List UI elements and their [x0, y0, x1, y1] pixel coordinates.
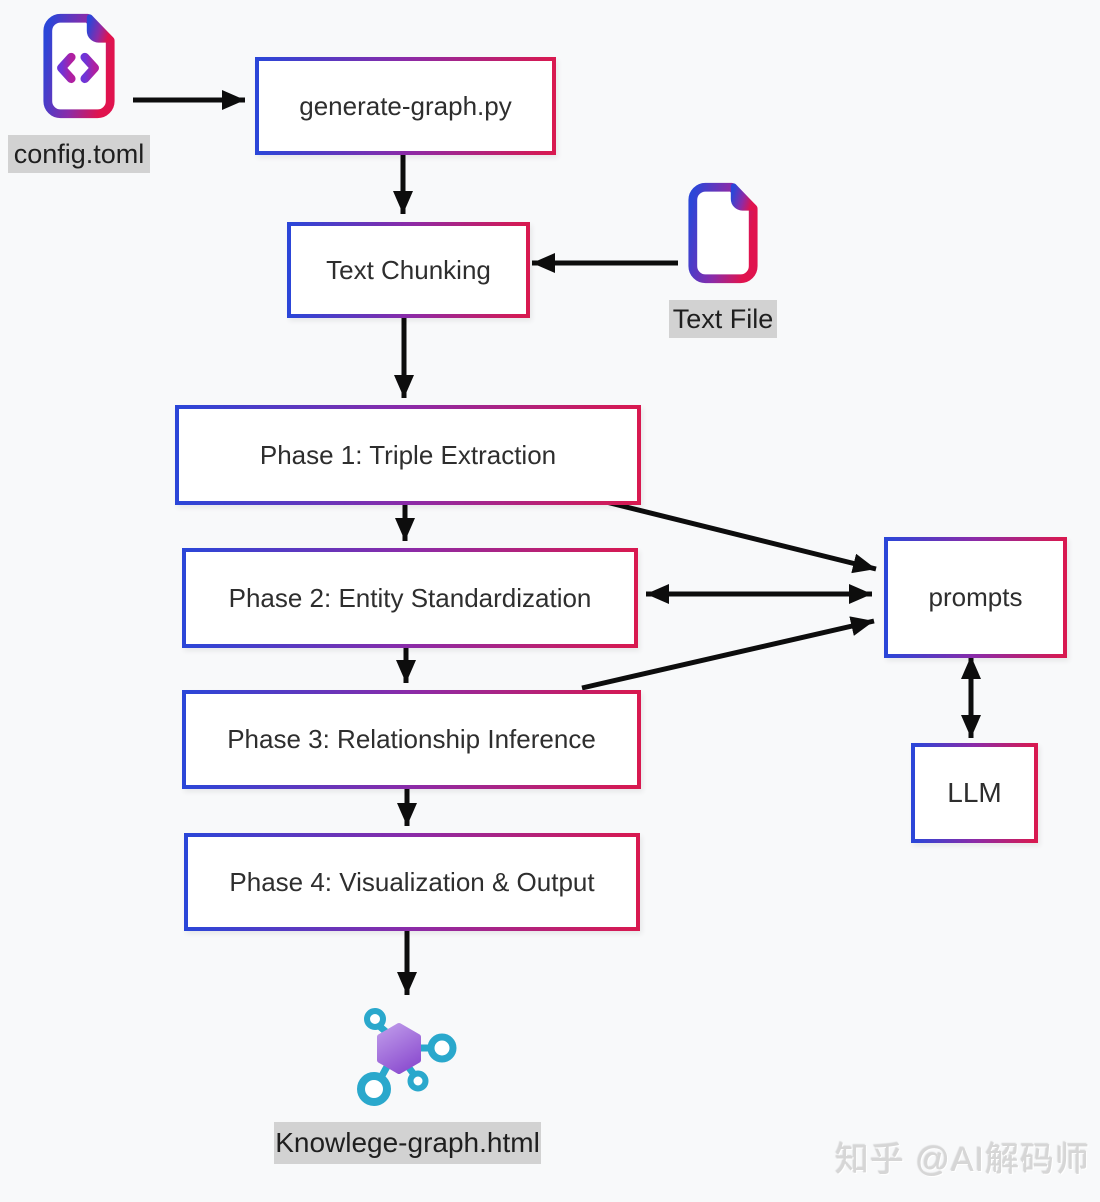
knowledge-graph-icon — [357, 1008, 457, 1106]
config-toml-label: config.toml — [8, 135, 150, 173]
node-prompts-text: prompts — [928, 582, 1023, 612]
code-file-icon — [43, 13, 115, 119]
zhihu-watermark: 知乎 @AI解码师 — [835, 1141, 1091, 1179]
config-toml-label-text: config.toml — [13, 138, 145, 169]
node-prompts: prompts — [884, 537, 1067, 658]
node-phase2-text: Phase 2: Entity Standardization — [228, 582, 592, 613]
node-generate-graph-py: generate-graph.py — [255, 57, 556, 155]
text-file-label: Text File — [669, 300, 777, 338]
node-phase4-visualization-output: Phase 4: Visualization & Output — [184, 833, 640, 931]
text-file-icon — [688, 182, 758, 284]
node-text-chunking: Text Chunking — [287, 222, 530, 318]
node-phase1-triple-extraction: Phase 1: Triple Extraction — [175, 405, 641, 505]
node-phase4-text: Phase 4: Visualization & Output — [229, 866, 595, 897]
node-llm: LLM — [911, 743, 1038, 843]
node-text-chunking-text: Text Chunking — [326, 254, 491, 285]
node-phase2-entity-standardization: Phase 2: Entity Standardization — [182, 548, 638, 648]
node-phase3-text: Phase 3: Relationship Inference — [227, 724, 596, 754]
text-file-label-text: Text File — [672, 303, 774, 334]
node-generate-graph-py-text: generate-graph.py — [299, 90, 512, 121]
knowledge-graph-html-label-text: Knowlege-graph.html — [275, 1127, 540, 1158]
knowledge-graph-html-label: Knowlege-graph.html — [274, 1122, 541, 1164]
node-llm-text: LLM — [947, 777, 1002, 808]
node-phase1-text: Phase 1: Triple Extraction — [259, 439, 557, 470]
node-phase3-relationship-inference: Phase 3: Relationship Inference — [182, 690, 641, 789]
